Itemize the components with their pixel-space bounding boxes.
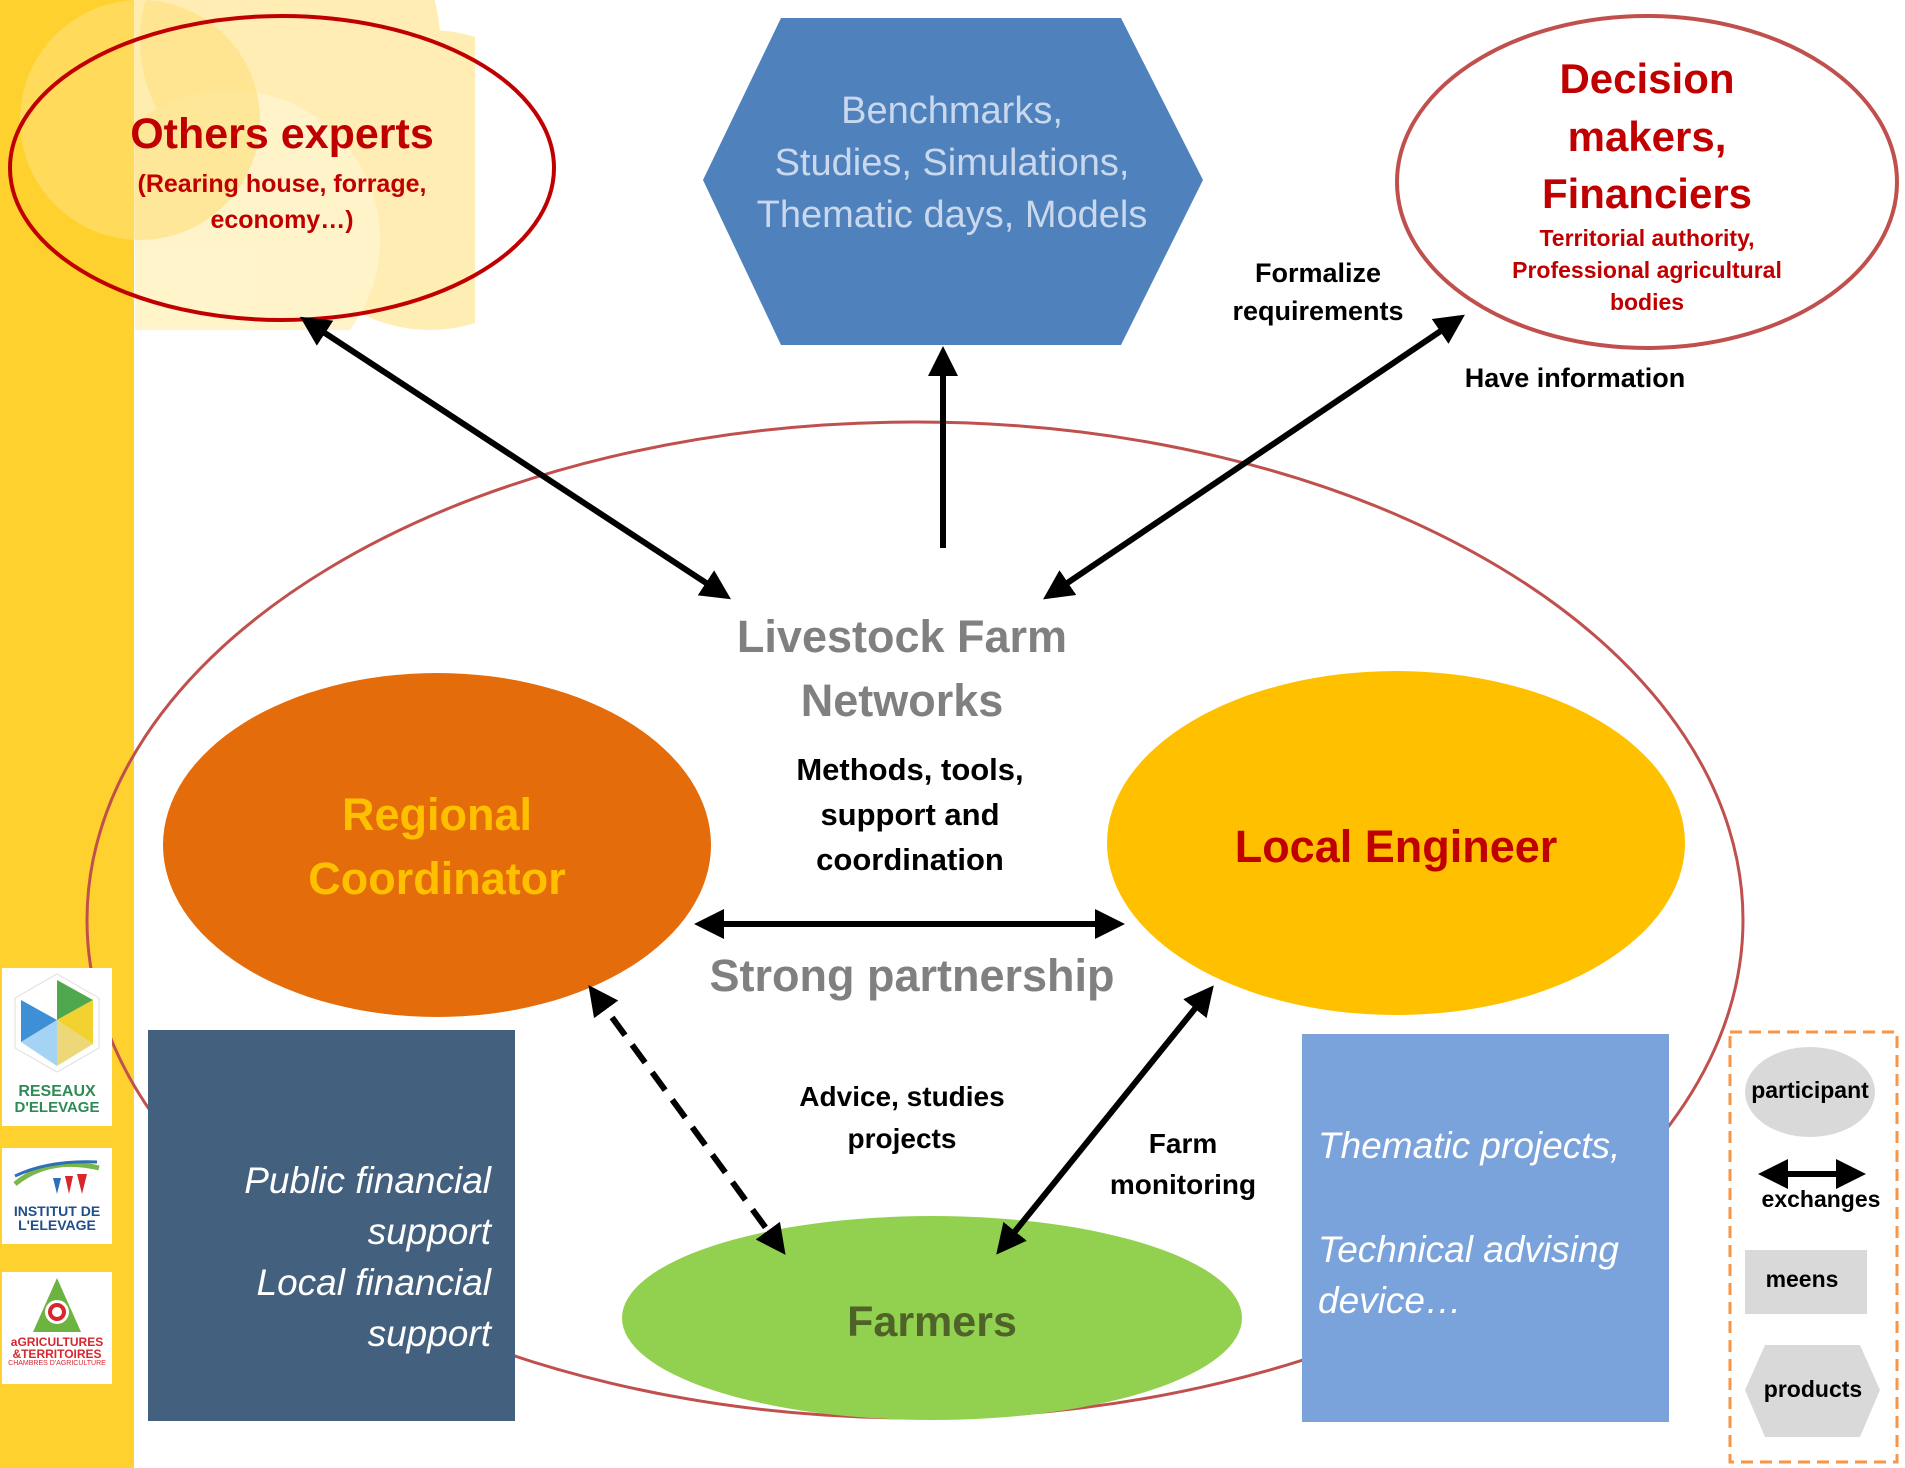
others-experts-subtitle-2: economy…) (210, 206, 353, 234)
farmers-label: Farmers (847, 1298, 1017, 1346)
petal-decoration-left (20, 0, 260, 240)
arrow-decision-makers (1043, 314, 1465, 600)
decision-makers-title-3: Financiers (1542, 170, 1752, 217)
local-engineer-label: Local Engineer (1235, 821, 1558, 872)
legend-participant-shape (1745, 1047, 1875, 1137)
public-box-line-2: support (368, 1211, 493, 1252)
arrow-others-experts (299, 316, 732, 600)
formalize-label-2: requirements (1232, 296, 1403, 326)
arrow-advice-dashed (588, 985, 786, 1255)
decision-makers-title-1: Decision (1559, 55, 1734, 102)
decision-makers-sub-3: bodies (1610, 289, 1684, 315)
advice-label-1: Advice, studies (799, 1081, 1004, 1112)
thematic-box-line-1: Thematic projects, (1318, 1125, 1620, 1166)
legend-meens-shape (1745, 1250, 1867, 1314)
decision-makers-title-2: makers, (1568, 113, 1727, 160)
others-experts-title: Others experts (130, 110, 434, 158)
decision-makers-ellipse (1395, 14, 1899, 350)
others-experts-subtitle-1: (Rearing house, forrage, (138, 170, 427, 198)
logo-agricultures-territoires: aGRICULTURES &TERRITOIRES CHAMBRES D'AGR… (2, 1272, 112, 1384)
have-information-label: Have information (1465, 363, 1686, 393)
public-box-line-4: support (368, 1313, 493, 1354)
thematic-projects-box (1302, 1034, 1669, 1422)
agri-text-3: CHAMBRES D'AGRICULTURE (8, 1360, 106, 1367)
methods-label-3: coordination (816, 842, 1004, 877)
local-engineer-ellipse (1107, 671, 1685, 1015)
products-line-2: Studies, Simulations, (775, 142, 1130, 184)
logo-institut-elevage: INSTITUT DE L'ELEVAGE (2, 1148, 112, 1244)
agricultures-logo-icon (33, 1278, 81, 1332)
strong-partnership-label: Strong partnership (709, 950, 1114, 1001)
formalize-label-1: Formalize (1255, 258, 1381, 288)
network-title-1: Livestock Farm (737, 611, 1067, 662)
others-experts-ellipse (8, 14, 556, 322)
arrow-farm-monitoring (996, 985, 1214, 1255)
reseaux-text-2: D'ELEVAGE (14, 1099, 100, 1116)
decision-makers-sub-1: Territorial authority, (1539, 225, 1754, 251)
regional-coordinator-label-2: Coordinator (308, 853, 565, 904)
institut-logo-icon (13, 1160, 100, 1194)
decision-makers-sub-2: Professional agricultural (1512, 257, 1782, 283)
products-line-1: Benchmarks, (841, 90, 1063, 132)
farm-monitoring-label-1: Farm (1149, 1128, 1217, 1159)
products-hexagon (703, 18, 1203, 345)
farm-monitoring-label-2: monitoring (1110, 1169, 1256, 1200)
reseaux-logo-icon (14, 973, 100, 1073)
legend-exchanges-label: exchanges (1762, 1186, 1881, 1212)
institut-text-1: INSTITUT DE (13, 1203, 101, 1219)
network-title-2: Networks (801, 675, 1004, 726)
thematic-box-line-2: Technical advising (1318, 1229, 1619, 1270)
legend-products-label: products (1764, 1376, 1862, 1402)
reseaux-text-1: RESEAUX (18, 1083, 96, 1100)
advice-label-2: projects (848, 1123, 957, 1154)
products-line-3: Thematic days, Models (757, 194, 1148, 236)
institut-text-2: L'ELEVAGE (18, 1217, 96, 1233)
farmers-ellipse (622, 1216, 1242, 1420)
public-box-line-1: Public financial (244, 1160, 493, 1201)
public-financial-box (148, 1030, 515, 1421)
legend-meens-label: meens (1766, 1266, 1839, 1292)
logo-reseaux-delevage: RESEAUX D'ELEVAGE (2, 968, 112, 1126)
legend-products-shape (1745, 1345, 1880, 1437)
methods-label-2: support and (820, 797, 999, 832)
regional-coordinator-label-1: Regional (342, 789, 532, 840)
methods-label-1: Methods, tools, (796, 752, 1023, 787)
legend-participant-label: participant (1751, 1077, 1869, 1103)
thematic-box-line-3: device… (1318, 1280, 1462, 1321)
legend-box (1728, 1030, 1899, 1464)
regional-coordinator-ellipse (163, 673, 711, 1017)
agri-text-1: aGRICULTURES (10, 1335, 104, 1349)
agri-text-2: &TERRITOIRES (12, 1347, 102, 1361)
public-box-line-3: Local financial (257, 1262, 493, 1303)
